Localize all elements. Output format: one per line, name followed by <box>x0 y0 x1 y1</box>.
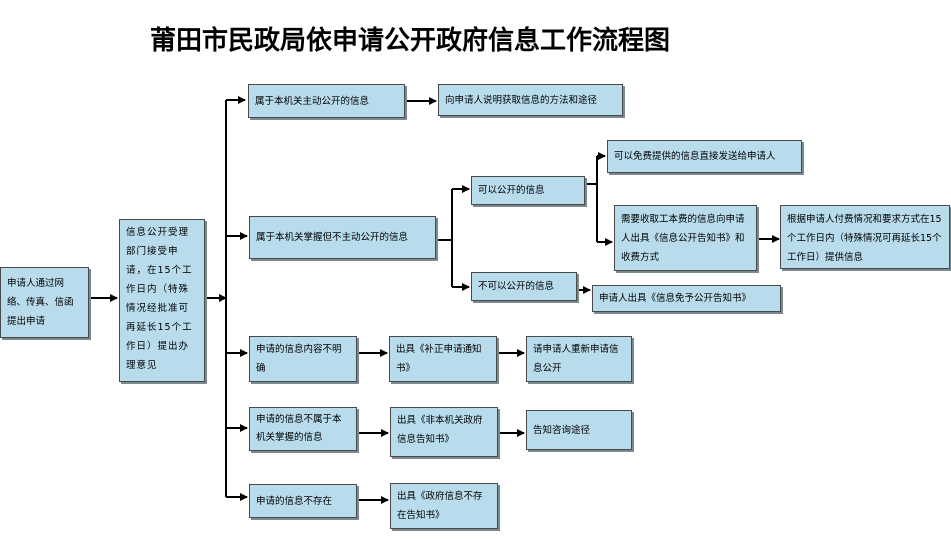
node-unclear: 申请的信息内容不明确 <box>249 336 357 382</box>
node-consult-channel: 告知咨询途径 <box>526 410 632 450</box>
node-proactive: 属于本机关主动公开的信息 <box>248 84 405 118</box>
node-fee-info: 需要收取工本费的信息向申请人出具《信息公开告知书》和收费方式 <box>614 205 757 271</box>
node-held-not-proactive: 属于本机关掌握但不主动公开的信息 <box>249 216 436 259</box>
node-proactive-action: 向申请人说明获取信息的方法和途径 <box>438 84 623 116</box>
node-not-held: 申请的信息不属于本机关掌握的信息 <box>249 407 357 451</box>
node-nonexistent-notice: 出具《政府信息不存在告知书》 <box>390 483 498 529</box>
node-reapply: 请申请人重新申请信息公开 <box>526 336 632 382</box>
node-can-disclose: 可以公开的信息 <box>471 176 585 205</box>
node-correction-notice: 出具《补正申请通知书》 <box>389 336 497 382</box>
node-free-info: 可以免费提供的信息直接发送给申请人 <box>607 140 802 173</box>
node-not-held-notice: 出具《非本机关政府信息告知书》 <box>390 407 498 457</box>
page-title: 莆田市民政局依申请公开政府信息工作流程图 <box>150 26 671 56</box>
node-exempt-notice: 申请人出具《信息免予公开告知书》 <box>592 285 781 312</box>
node-fee-followup: 根据申请人付费情况和要求方式在15个工作日内（特殊情况可再延长15个工作日）提供… <box>780 205 950 269</box>
node-acceptance: 信息公开受理部门接受申请，在15个工作日内（特殊情况经批准可再延长15个工作日）… <box>119 219 205 382</box>
node-applicant: 申请人通过网络、传真、信函提出申请 <box>0 267 89 338</box>
node-nonexistent: 申请的信息不存在 <box>249 484 357 518</box>
node-cannot-disclose: 不可以公开的信息 <box>471 272 577 301</box>
